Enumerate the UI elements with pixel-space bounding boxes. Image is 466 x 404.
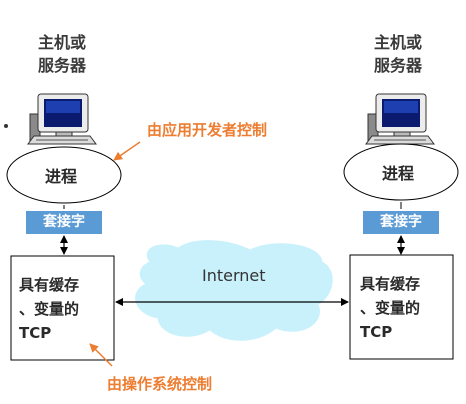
host-label-left: 主机或 服务器 [22, 31, 102, 77]
process-ellipse-right [343, 143, 459, 201]
process-label-right: 进程 [382, 164, 415, 183]
tcp-box-right [349, 254, 454, 360]
arrow-app-annotation [113, 141, 141, 161]
computer-icon [365, 93, 435, 145]
process-label-left: 进程 [45, 167, 78, 186]
edge-dot [4, 124, 8, 128]
tcp-line1: 具有缓存 [360, 275, 421, 293]
host-label-line1: 主机或 [373, 33, 422, 52]
app-controlled-label: 由应用开发者控制 [147, 121, 268, 139]
tcp-line2: 、变量的 [360, 299, 421, 317]
tcp-line3: TCP [360, 323, 393, 341]
process-ellipse-left [6, 146, 122, 204]
tcp-text-left: 具有缓存 、变量的 TCP [19, 273, 79, 345]
host-label-line2: 服务器 [37, 56, 86, 75]
host-label-right: 主机或 服务器 [358, 31, 438, 77]
socket-label-right: 套接字 [363, 211, 439, 234]
tcp-text-right: 具有缓存 、变量的 TCP [360, 272, 420, 344]
internet-cloud [135, 240, 333, 341]
os-controlled-label: 由操作系统控制 [107, 375, 213, 393]
host-label-line2: 服务器 [373, 56, 422, 75]
internet-label: Internet [202, 266, 266, 285]
tcp-line2: 、变量的 [19, 300, 80, 318]
socket-label-left: 套接字 [26, 211, 102, 234]
tcp-line1: 具有缓存 [19, 276, 80, 294]
host-label-line1: 主机或 [37, 33, 86, 52]
tcp-box-left [10, 255, 115, 361]
tcp-line3: TCP [19, 324, 52, 342]
arrow-os-annotation [89, 343, 113, 367]
computer-icon [27, 93, 97, 145]
